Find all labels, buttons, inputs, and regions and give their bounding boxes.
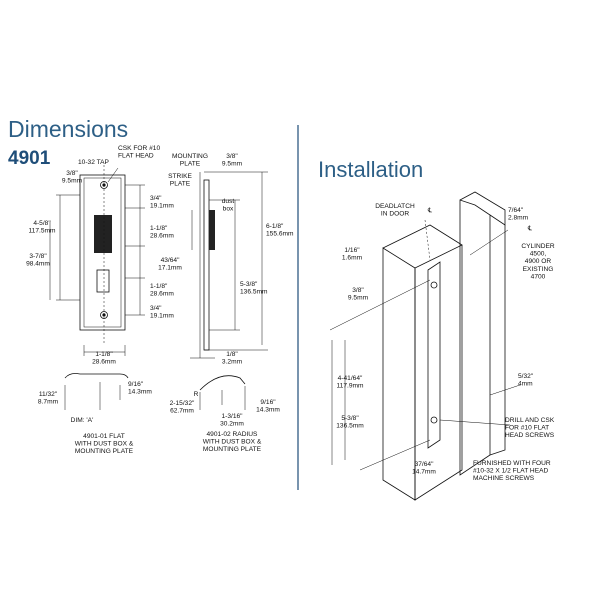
installation-drawing	[329, 191, 521, 501]
dimensions-title: Dimensions	[8, 116, 129, 142]
label-d4364: 43/64"17.1mm	[158, 257, 182, 272]
label-d378: 3-7/8"98.4mm	[26, 253, 50, 268]
label-d34b: 3/4"19.1mm	[150, 305, 174, 320]
mounting-plate-outline	[83, 177, 122, 328]
installed-strike	[427, 261, 441, 449]
install-screw-bottom	[430, 416, 438, 424]
label-d458: 4-5/8"117.5mm	[29, 220, 57, 235]
label-dimA: DIM: 'A'	[71, 417, 94, 424]
side-plate	[203, 179, 210, 351]
label-d916b: 9/16"14.3mm	[256, 399, 280, 414]
side-dust-box	[209, 210, 215, 250]
label-d118b: 1-1/8"28.6mm	[150, 283, 174, 298]
label-d916a: 9/16"14.3mm	[128, 381, 152, 396]
label-d3764: 37/64"14.7mm	[412, 461, 436, 476]
label-furnished: FURNISHED WITH FOUR#10-32 X 1/2 FLAT HEA…	[473, 460, 551, 482]
label-d764: 7/64"2.8mm	[508, 207, 529, 222]
label-d18: 1/8"3.2mm	[222, 351, 243, 366]
dust-box-opening	[94, 215, 112, 253]
label-d34a: 3/4"19.1mm	[150, 195, 174, 210]
label-rmark: R	[194, 391, 199, 398]
label-d116: 1/16"1.6mm	[342, 247, 363, 262]
label-d1132: 11/32"8.7mm	[38, 391, 59, 406]
label-d532: 5/32"4mm	[518, 373, 534, 388]
label-d118a: 1-1/8"28.6mm	[150, 225, 174, 240]
label-d538b: 5-3/8"136.5mm	[336, 415, 364, 430]
label-d1316: 1-3/16"30.2mm	[220, 413, 244, 428]
label-cl2: ℄	[527, 225, 533, 232]
label-d38b: 3/8"9.5mm	[222, 153, 243, 168]
strike-side-view	[190, 171, 268, 359]
latch-opening	[96, 269, 110, 293]
label-d38c: 3/8"9.5mm	[348, 287, 369, 302]
frame-jamb	[459, 199, 491, 476]
label-d21532: 2-15/32"62.7mm	[170, 400, 195, 415]
label-d618: 6-1/8"155.6mm	[266, 223, 294, 238]
model-number: 4901	[8, 148, 51, 169]
installation-title: Installation	[318, 157, 424, 182]
label-d538a: 5-3/8"136.5mm	[240, 281, 268, 296]
label-tap: 10-32 TAP	[78, 159, 110, 166]
install-screw-top	[430, 281, 438, 289]
strike-plate-outline	[79, 174, 126, 331]
label-cl1: ℄	[427, 207, 433, 214]
radius-profile	[199, 375, 246, 410]
label-d38a: 3/8"9.5mm	[62, 170, 83, 185]
label-d44164: 4-41/64"117.9mm	[337, 375, 365, 390]
label-d118c: 1-1/8"28.6mm	[92, 351, 116, 366]
strike-front-view	[49, 165, 145, 356]
flat-profile	[64, 373, 129, 410]
frame-face	[382, 247, 416, 501]
